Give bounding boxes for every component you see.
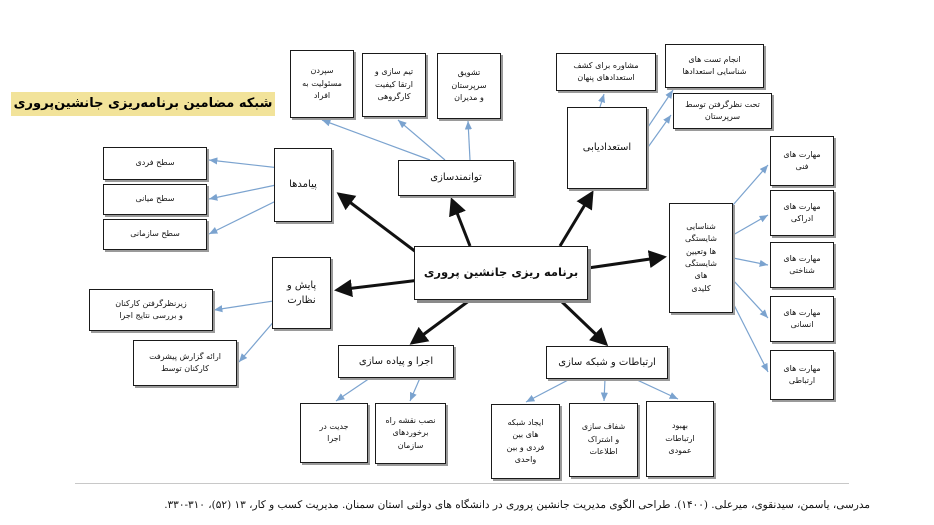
theme-competency-identification-box: شناسایی شایستگی ها وتعیین شایستگی های کل…	[669, 203, 733, 313]
sub-arrow	[464, 120, 473, 161]
sub-arrow	[321, 119, 431, 161]
subtheme-box: تشویق سرپرستان و مدیران	[437, 53, 501, 119]
diagram-title: شبکه مضامین برنامه‌ریزی جانشین‌پروری	[11, 92, 275, 116]
sub-arrow	[208, 157, 281, 169]
main-arrow	[558, 298, 609, 347]
theme-talent-identification-box: استعدادیابی	[567, 107, 647, 189]
main-arrow	[558, 190, 594, 247]
citation-text: مدرسی، یاسمن، سیدنقوی، میرعلی. (۱۴۰۰). ط…	[164, 499, 870, 511]
subtheme-box: تحت نظرگرفتن توسط سرپرستان	[673, 93, 772, 129]
subtheme-box: سطح سازمانی	[103, 219, 207, 250]
sub-arrow	[409, 377, 421, 402]
main-arrow	[409, 298, 471, 345]
main-arrow	[449, 197, 472, 247]
sub-arrow	[732, 164, 769, 206]
sub-arrow	[600, 378, 608, 402]
sub-arrow	[634, 378, 679, 400]
subtheme-box: مهارت های ارتباطی	[770, 350, 834, 400]
main-arrow	[334, 278, 421, 298]
sub-arrow	[732, 279, 769, 319]
sub-arrow	[335, 377, 371, 402]
sub-arrow	[208, 199, 279, 235]
subtheme-box: نصب نقشه راه برخوردهای سازمان	[375, 403, 446, 464]
subtheme-box: جدیت در اجرا	[300, 403, 368, 463]
sub-arrow	[525, 378, 571, 403]
subtheme-box: مشاوره برای کشف استعدادهای پنهان	[556, 53, 656, 91]
subtheme-box: ارائه گزارش پیشرفت کارکنان توسط	[133, 340, 237, 386]
theme-networking-box: ارتباطات و شبکه سازی	[546, 346, 668, 379]
subtheme-box: بهبود ارتباطات عمودی	[646, 401, 714, 477]
main-arrow	[587, 250, 667, 270]
sub-arrow	[732, 302, 769, 373]
theme-outcomes-box: پیامدها	[274, 148, 332, 222]
sub-arrow	[732, 257, 769, 267]
subtheme-box: مهارت های فنی	[770, 136, 834, 186]
main-arrow	[336, 192, 421, 257]
sub-arrow	[213, 299, 281, 313]
sub-arrow	[645, 114, 672, 151]
sub-arrow	[397, 119, 446, 161]
subtheme-box: ایجاد شبکه های بین فردی و بین واحدی	[491, 404, 560, 479]
theme-monitoring-box: پایش و نظارت	[272, 257, 331, 329]
subtheme-box: زیرنظرگرفتن کارکنان و بررسی نتایج اجرا	[89, 289, 213, 331]
theme-implementation-box: اجرا و پیاده سازی	[338, 345, 454, 378]
subtheme-box: شفاف سازی و اشتراک اطلاعات	[569, 403, 638, 477]
subtheme-box: مهارت های ادراکی	[770, 190, 834, 236]
subtheme-box: سپردن مسئولیت به افراد	[290, 50, 354, 118]
subtheme-box: سطح میانی	[103, 184, 207, 215]
sub-arrow	[598, 93, 605, 108]
sub-arrow	[645, 89, 674, 131]
central-theme-box: برنامه ریزی جانشین پروری	[414, 246, 588, 300]
subtheme-box: تیم سازی و ارتقا کیفیت کارگروهی	[362, 53, 426, 117]
divider	[75, 483, 849, 484]
subtheme-box: انجام تست های شناسایی استعدادها	[665, 44, 764, 88]
sub-arrow	[732, 214, 769, 236]
subtheme-box: مهارت های شناختی	[770, 242, 834, 288]
theme-empowerment-box: توانمندسازی	[398, 160, 514, 196]
subtheme-box: مهارت های انسانی	[770, 296, 834, 342]
subtheme-box: سطح فردی	[103, 147, 207, 180]
sub-arrow	[208, 184, 277, 201]
